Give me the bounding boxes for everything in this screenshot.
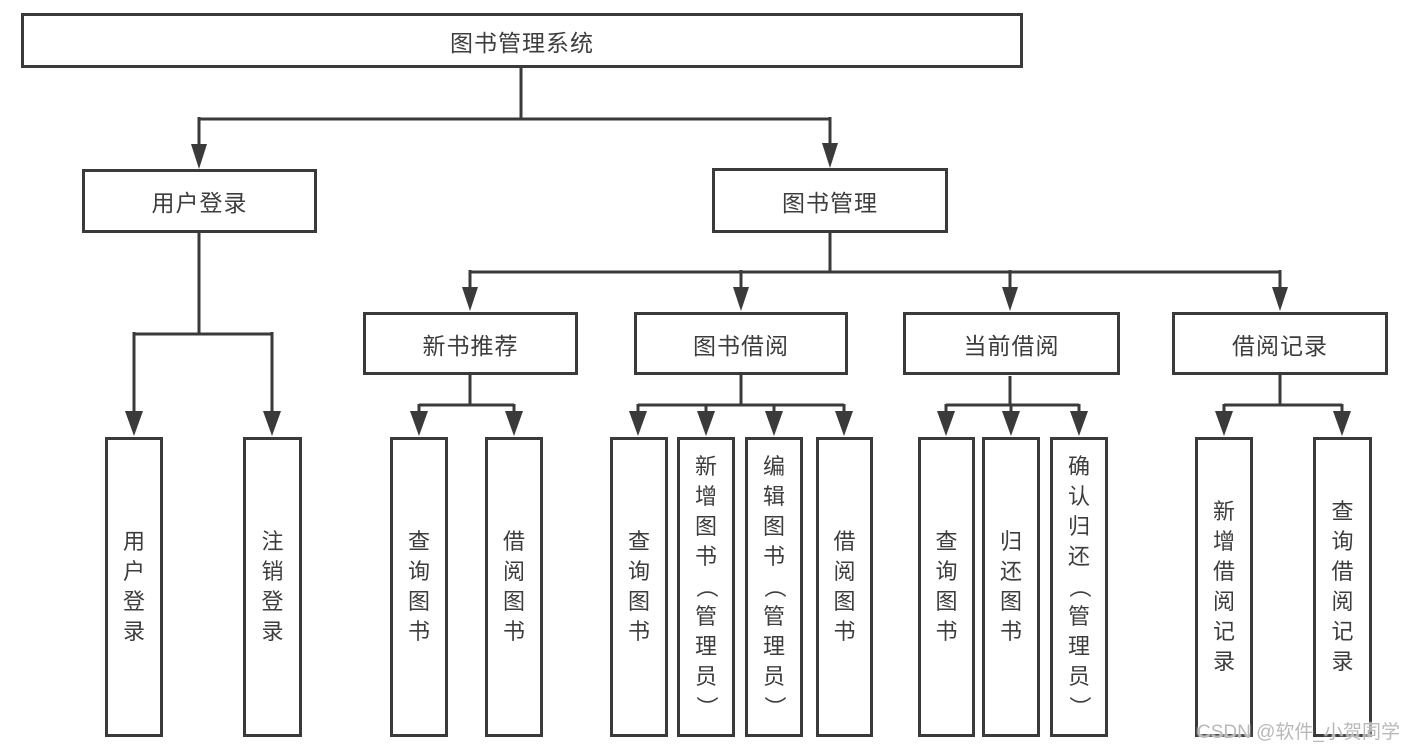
leaf-borrow-edit-books-admin: 编辑图书（管理员） [745, 437, 803, 737]
leaf-logout: 注销登录 [243, 437, 302, 737]
node-book-management-label: 图书管理 [782, 189, 878, 216]
leaf-borrow-borrow-books: 借阅图书 [816, 437, 873, 737]
leaf-user-login: 用户登录 [105, 437, 163, 737]
leaf-records-add-record: 新增借阅记录 [1195, 437, 1253, 737]
leaf-user-login-label: 用户登录 [122, 529, 145, 644]
leaf-records-query-record: 查询借阅记录 [1313, 437, 1372, 737]
node-user-login-label: 用户登录 [151, 190, 248, 216]
leaf-newrec-borrow-books-label: 借阅图书 [502, 529, 525, 644]
leaf-newrec-query-books-label: 查询图书 [407, 529, 430, 644]
node-current-borrow: 当前借阅 [903, 312, 1120, 375]
leaf-records-query-record-label: 查询借阅记录 [1331, 499, 1354, 674]
leaf-current-confirm-return-admin: 确认归还（管理员） [1050, 437, 1108, 737]
leaf-current-confirm-return-admin-label: 确认归还（管理员） [1066, 454, 1092, 719]
leaf-newrec-query-books: 查询图书 [390, 437, 448, 737]
leaf-borrow-query-books-label: 查询图书 [627, 529, 650, 644]
leaf-current-return-books: 归还图书 [982, 437, 1040, 737]
leaf-borrow-borrow-books-label: 借阅图书 [833, 529, 856, 644]
node-root: 图书管理系统 [21, 13, 1023, 68]
leaf-current-query-books-label: 查询图书 [935, 529, 958, 644]
node-current-borrow-label: 当前借阅 [963, 332, 1060, 359]
node-book-borrow: 图书借阅 [634, 312, 848, 375]
node-borrow-records: 借阅记录 [1172, 312, 1388, 375]
leaf-logout-label: 注销登录 [261, 529, 284, 644]
node-root-label: 图书管理系统 [450, 29, 594, 56]
leaf-newrec-borrow-books: 借阅图书 [485, 437, 543, 737]
leaf-records-add-record-label: 新增借阅记录 [1212, 499, 1235, 674]
node-user-login: 用户登录 [82, 169, 317, 233]
leaf-borrow-query-books: 查询图书 [610, 437, 668, 737]
leaf-borrow-add-books-admin-label: 新增图书（管理员） [693, 454, 719, 719]
csdn-watermark: CSDN @软件_小贺同学 [1197, 722, 1400, 743]
node-borrow-records-label: 借阅记录 [1232, 332, 1328, 359]
node-new-book-recommend-label: 新书推荐 [422, 332, 519, 359]
leaf-current-query-books: 查询图书 [918, 437, 975, 737]
node-book-management: 图书管理 [712, 168, 948, 233]
leaf-current-return-books-label: 归还图书 [999, 529, 1022, 644]
node-new-book-recommend: 新书推荐 [363, 312, 578, 375]
leaf-borrow-add-books-admin: 新增图书（管理员） [677, 437, 735, 737]
node-book-borrow-label: 图书借阅 [693, 332, 789, 359]
leaf-borrow-edit-books-admin-label: 编辑图书（管理员） [761, 454, 787, 719]
